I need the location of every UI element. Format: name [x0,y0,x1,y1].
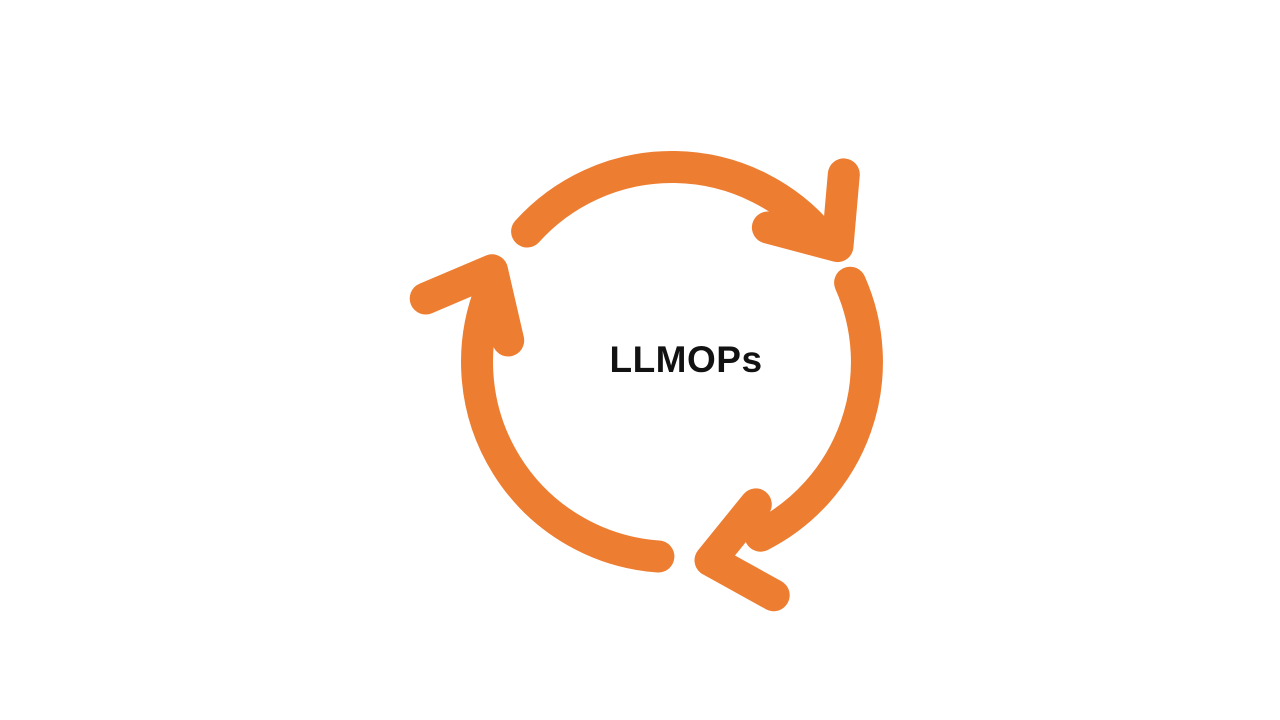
arrowhead-top-left-icon [409,254,525,357]
diagram-label: LLMOPs [609,339,763,380]
cycle-arc-top [511,151,838,253]
cycle-arrows-group [409,151,883,612]
cycle-arc-left [461,273,675,573]
arrowhead-bottom-icon [694,488,790,612]
arrowhead-top-right-icon [751,158,860,263]
cycle-arc-right [744,266,883,552]
